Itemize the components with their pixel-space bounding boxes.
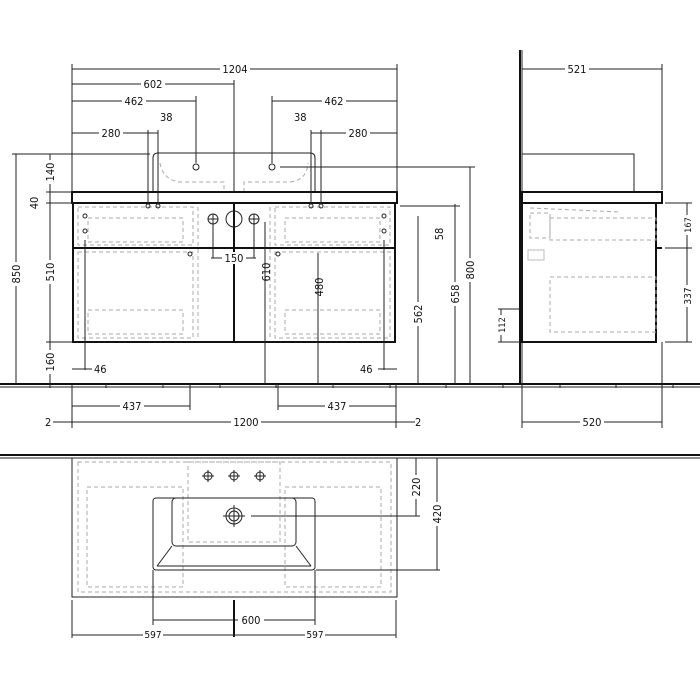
- dim-basin-center: 220: [410, 478, 423, 497]
- dims-left: 850 140 40 510 160: [10, 153, 150, 384]
- dim-tap-left: 462: [125, 95, 144, 108]
- dim-bracket: 562: [412, 305, 425, 324]
- dim-half-left: 597: [144, 630, 161, 641]
- dim-half-right: 597: [306, 630, 323, 641]
- dim-side-depth-bottom: 520: [583, 416, 602, 429]
- dim-basin-depth: 420: [431, 505, 444, 524]
- dim-overhang-right: 2: [415, 416, 421, 429]
- side-basin: [521, 153, 635, 193]
- dim-half-width: 602: [144, 78, 163, 91]
- dims-bottom: 437 437 1200 2 2: [44, 384, 424, 429]
- countertop: [71, 191, 398, 204]
- dim-basin-width: 600: [242, 614, 261, 627]
- dim-right-drawer: 437: [328, 400, 347, 413]
- dim-wall-gap: 112: [498, 317, 508, 332]
- dims-top: 1204 602 462 462 280 280 38 38: [71, 63, 398, 204]
- dim-side-left: 280: [102, 127, 121, 140]
- dim-total-height: 850: [10, 265, 23, 284]
- dim-side-lower: 337: [683, 287, 694, 304]
- dim-basin-above: 140: [44, 163, 57, 182]
- dim-cabinet-width: 1200: [233, 416, 258, 429]
- plan-view: 220 420 600 597 597: [0, 454, 700, 641]
- dim-inner-left: 46: [94, 363, 107, 376]
- dim-gap-right: 38: [294, 111, 307, 124]
- dim-waste-spacing: 150: [225, 252, 244, 265]
- floor-line: [0, 383, 700, 388]
- dim-hinge-spacing: 58: [433, 228, 446, 241]
- dims-inner: 150 610 480 58 46 46: [72, 216, 446, 384]
- side-cabinet: [521, 202, 657, 343]
- tap-hole-right: [268, 163, 276, 171]
- dim-gap-left: 38: [160, 111, 173, 124]
- dim-cabinet-height: 510: [44, 263, 57, 282]
- dim-tap-right: 462: [325, 95, 344, 108]
- dim-side-right: 280: [349, 127, 368, 140]
- tap-hole-left: [192, 163, 200, 171]
- side-countertop: [521, 191, 663, 204]
- dims-right: 562 658 800: [280, 166, 477, 384]
- front-view: 1204 602 462 462 280 280 38 38 850 140: [0, 63, 700, 429]
- dim-left-drawer: 437: [123, 400, 142, 413]
- dim-waste-height: 610: [260, 263, 273, 282]
- dim-tap-height: 800: [464, 261, 477, 280]
- dim-inner-right: 46: [360, 363, 373, 376]
- side-view: 521 167 337 112 520: [495, 50, 694, 429]
- dim-drawer-front: 480: [313, 278, 326, 297]
- tap-holes: [202, 470, 266, 482]
- dim-plinth: 160: [44, 353, 57, 372]
- dim-side-depth-top: 521: [568, 63, 587, 76]
- dim-top-under: 658: [449, 285, 462, 304]
- waste-pipe: [225, 210, 243, 228]
- dim-overhang-left: 2: [45, 416, 51, 429]
- dim-side-upper: 167: [684, 217, 694, 232]
- plan-countertop: [71, 457, 398, 598]
- dim-overall-width: 1204: [222, 63, 247, 76]
- dim-top-thickness: 40: [28, 197, 41, 210]
